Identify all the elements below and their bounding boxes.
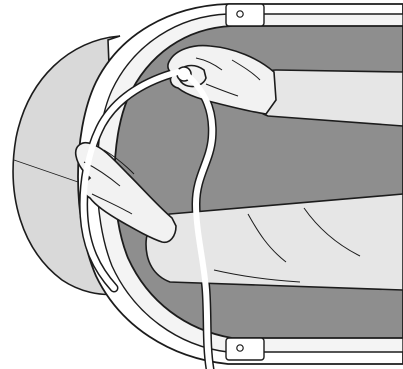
bottom-bracket bbox=[225, 337, 265, 361]
lower-sleeve-folds bbox=[213, 207, 361, 283]
bottom-screw-icon bbox=[236, 344, 244, 352]
dome-seam bbox=[13, 159, 79, 183]
top-screw-icon bbox=[236, 10, 244, 18]
top-bracket bbox=[225, 3, 265, 27]
cord-end-icon bbox=[176, 66, 192, 82]
